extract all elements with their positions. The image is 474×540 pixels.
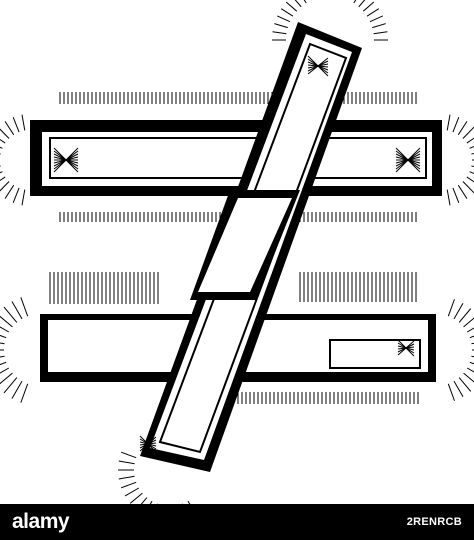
crosshatch-line	[395, 147, 421, 173]
ray-line	[0, 171, 3, 174]
ray-line	[140, 497, 148, 504]
ray-line	[458, 308, 472, 323]
ray-line	[469, 171, 474, 175]
crosshatch-line	[139, 436, 157, 452]
ray-line	[0, 176, 6, 182]
ray-line	[457, 184, 468, 199]
ray-line	[466, 367, 474, 373]
ray-line	[462, 181, 474, 194]
ray-line	[369, 15, 383, 23]
ray-line	[366, 8, 380, 17]
ray-line	[120, 451, 137, 459]
brand-logo: alamy	[12, 510, 70, 533]
ray-line	[463, 317, 474, 328]
ray-line	[21, 114, 26, 131]
ray-line	[274, 23, 288, 29]
ray-line	[358, 0, 366, 8]
ray-line	[12, 116, 20, 133]
ray-line	[0, 334, 7, 339]
ray-line	[453, 380, 464, 398]
ray-line	[11, 301, 23, 320]
ray-line	[469, 335, 474, 339]
ray-line	[0, 146, 3, 149]
crosshatch-ornaments	[53, 55, 421, 453]
ray-line	[0, 342, 5, 345]
sunburst-rays	[0, 0, 474, 504]
ray-line	[0, 361, 7, 366]
ray-line	[129, 492, 143, 504]
ray-line	[272, 31, 287, 35]
ray-line	[120, 481, 137, 489]
ray-line	[469, 361, 474, 365]
ray-line	[3, 377, 18, 394]
ray-line	[303, 0, 307, 4]
ray-line	[277, 15, 291, 23]
ray-line	[372, 23, 386, 29]
ray-line	[4, 184, 15, 199]
ray-line	[124, 487, 140, 497]
ray-line	[452, 187, 460, 204]
ray-line	[362, 1, 375, 12]
ray-line	[0, 165, 1, 167]
ray-line	[0, 138, 6, 144]
ray-line	[118, 475, 135, 480]
ray-line	[285, 1, 298, 12]
ray-line	[466, 327, 474, 333]
ray-line	[0, 326, 10, 333]
ray-line	[463, 372, 474, 383]
ray-line	[4, 121, 15, 136]
ray-line	[20, 297, 29, 317]
ray-line	[453, 302, 464, 320]
ray-line	[20, 383, 29, 403]
ray-line	[0, 367, 10, 374]
ray-line	[187, 500, 191, 504]
ray-line	[12, 187, 20, 204]
ray-line	[0, 372, 13, 385]
ray-line	[11, 380, 23, 399]
ray-line	[457, 121, 468, 136]
center-link-shape	[190, 190, 300, 300]
ray-line	[462, 126, 474, 139]
ray-line	[0, 355, 5, 358]
watermark-footer: alamy 2RENRCB	[0, 504, 474, 540]
ray-line	[458, 377, 472, 392]
ray-line	[466, 137, 474, 144]
image-id-label: 2RENRCB	[406, 516, 462, 528]
top-bar-shape	[30, 120, 442, 196]
ray-line	[294, 0, 302, 8]
ray-line	[446, 114, 451, 131]
crosshatch-line	[307, 57, 329, 75]
ray-line	[21, 189, 26, 206]
ray-line	[0, 128, 10, 139]
crosshatch-line	[397, 340, 415, 356]
ray-line	[353, 0, 357, 4]
ray-line	[0, 181, 10, 192]
ray-line	[149, 500, 153, 504]
ray-line	[118, 460, 135, 465]
ray-line	[466, 176, 474, 183]
not-equal-sign-artwork	[0, 0, 474, 504]
ray-line	[0, 153, 1, 155]
ray-line	[280, 8, 294, 17]
ray-line	[452, 116, 460, 133]
ray-line	[447, 299, 455, 317]
ray-line	[3, 306, 18, 323]
ray-line	[373, 31, 388, 35]
ray-line	[447, 383, 455, 401]
ray-line	[469, 145, 474, 149]
crosshatch-line	[53, 147, 79, 173]
ray-line	[446, 189, 451, 206]
ray-line	[0, 315, 13, 328]
